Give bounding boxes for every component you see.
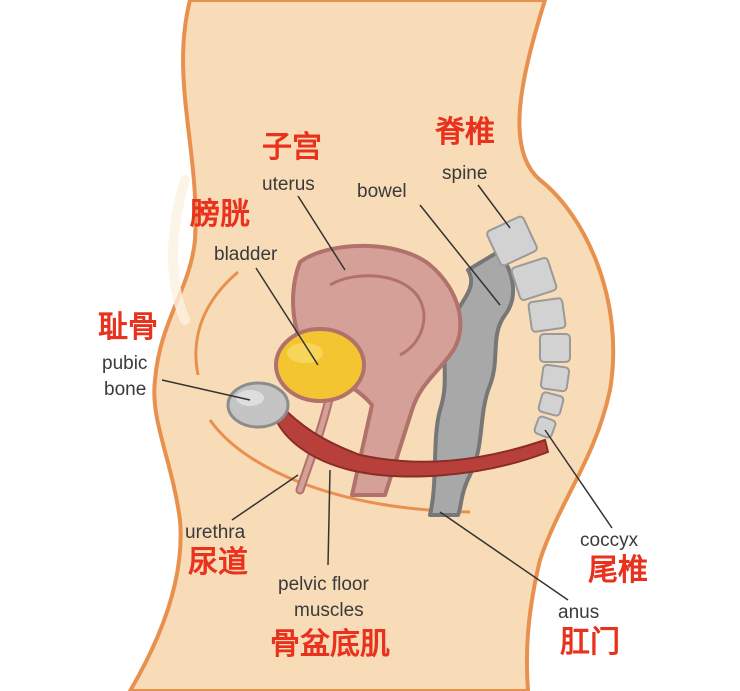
leader-urethra xyxy=(231,474,299,521)
pubic-bone-highlight xyxy=(236,390,264,406)
label-urethra-zh: 尿道 xyxy=(188,546,248,579)
leader-uterus xyxy=(297,195,346,271)
leader-lines xyxy=(161,184,613,601)
label-pubic-bone-en-2: bone xyxy=(104,379,147,400)
label-pelvic-floor-zh: 骨盆底肌 xyxy=(270,628,390,661)
label-bladder-zh: 膀胱 xyxy=(190,198,250,231)
leader-bladder xyxy=(255,267,319,366)
pelvic-floor-muscle xyxy=(273,403,550,478)
label-pubic-bone-en-1: pubic xyxy=(102,353,148,374)
bladder-shape xyxy=(274,327,366,403)
skin-highlight xyxy=(168,175,190,325)
label-urethra-en: urethra xyxy=(185,522,246,543)
uterus-inner xyxy=(329,274,426,357)
leader-anus xyxy=(439,511,569,601)
leader-spine xyxy=(477,184,511,229)
label-pubic-bone-zh: 耻骨 xyxy=(98,311,158,344)
label-spine-zh: 脊椎 xyxy=(435,116,495,149)
label-bladder-en: bladder xyxy=(214,244,278,265)
label-spine-en: spine xyxy=(442,163,488,184)
label-uterus-en: uterus xyxy=(262,174,315,195)
label-pelvic-floor-en-1: pelvic floor xyxy=(278,574,369,595)
leader-bowel xyxy=(419,204,501,306)
spine-vertebrae xyxy=(486,215,571,439)
label-bowel-en: bowel xyxy=(357,181,407,202)
leader-pubic-bone xyxy=(161,379,251,401)
label-pelvic-floor-en-2: muscles xyxy=(294,600,364,621)
pubic-bone-shape xyxy=(226,381,290,429)
leader-pelvic-floor xyxy=(327,469,331,566)
leader-coccyx xyxy=(544,429,613,529)
belly-crease xyxy=(194,270,239,376)
label-uterus-zh: 子宫 xyxy=(262,131,322,164)
label-coccyx-zh: 尾椎 xyxy=(588,554,648,587)
label-anus-zh: 肛门 xyxy=(560,626,620,659)
label-coccyx-en: coccyx xyxy=(580,530,639,551)
label-anus-en: anus xyxy=(558,602,600,623)
